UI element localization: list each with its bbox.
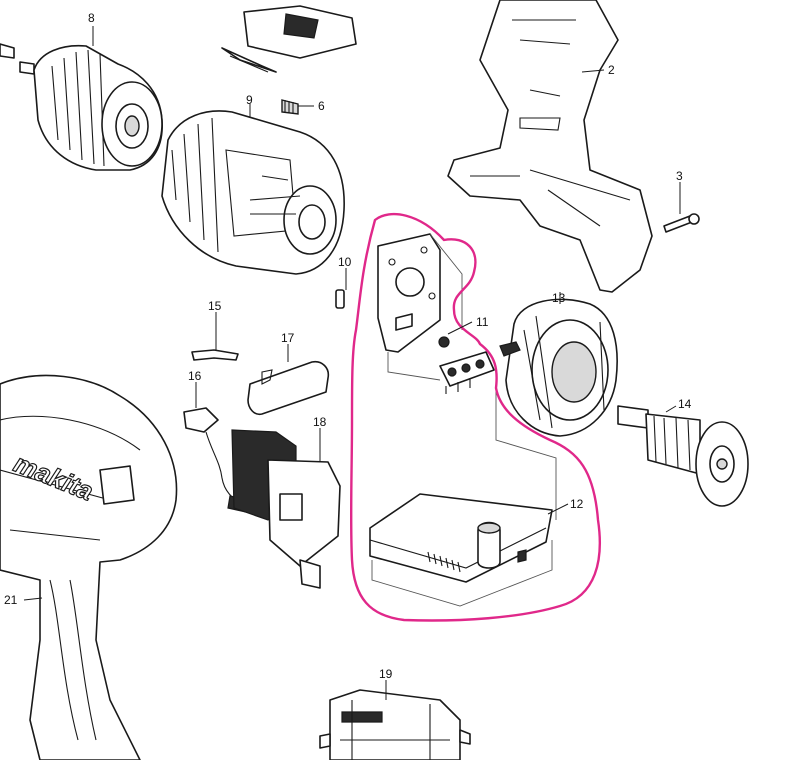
part-19-battery-terminal	[319, 689, 471, 760]
callout-13: 13	[552, 291, 566, 305]
callout-21: 21	[4, 593, 18, 607]
part-2-housing-half	[447, 0, 653, 293]
callout-10: 10	[338, 255, 352, 269]
callout-12: 12	[570, 497, 584, 511]
part-14-rotor	[617, 405, 749, 507]
callout-14: 14	[678, 397, 692, 411]
part-13-stator	[499, 298, 618, 437]
part-8-chuck	[0, 43, 163, 171]
highlight-marker	[349, 212, 601, 622]
part-21-main-housing: makita	[0, 374, 178, 760]
callout-8: 8	[88, 11, 95, 25]
part-9-gear-housing	[161, 110, 345, 275]
callout-3: 3	[676, 169, 683, 183]
part-3-screw	[663, 213, 700, 233]
callout-19: 19	[379, 667, 393, 681]
callout-9: 9	[246, 93, 253, 107]
part-11-sensor-board	[438, 336, 495, 394]
part-15-clip	[191, 349, 239, 361]
callout-18: 18	[313, 415, 327, 429]
callout-2: 2	[608, 63, 615, 77]
callout-11: 11	[476, 315, 489, 329]
callout-15: 15	[208, 299, 222, 313]
callout-6: 6	[318, 99, 325, 113]
part-12-controller	[369, 493, 553, 583]
part-18-switch	[231, 429, 341, 589]
callout-16: 16	[188, 369, 202, 383]
part-top-plate	[221, 5, 357, 73]
assembly-guide-lines	[371, 233, 557, 607]
part-17-lens	[247, 360, 330, 416]
callout-17: 17	[281, 331, 295, 345]
callout-labels: 8 9 6 2 3 10 11 13 14 15 16 17 18 12 19 …	[4, 11, 692, 681]
part-bracket-plate	[377, 233, 441, 353]
part-10-pin	[335, 289, 345, 309]
leader-lines	[23, 26, 681, 700]
part-6-spring	[281, 99, 299, 115]
